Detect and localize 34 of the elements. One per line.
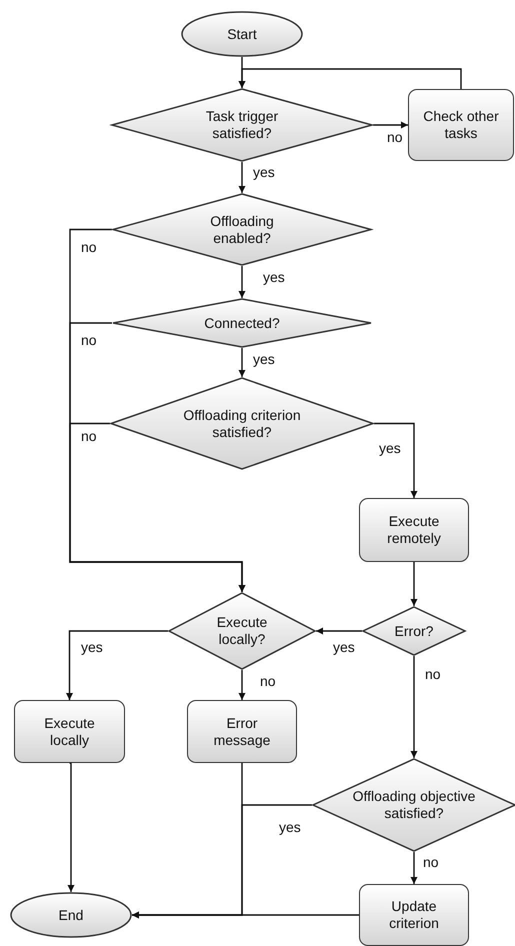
node-label: Offloading enabled? bbox=[209, 212, 275, 246]
process-box bbox=[14, 700, 125, 763]
node-label: Offloading criterion satisfied? bbox=[182, 406, 302, 440]
process-box bbox=[359, 884, 469, 946]
connector-arrow bbox=[66, 630, 168, 700]
node-label: Error? bbox=[394, 622, 434, 640]
connector-arrow bbox=[410, 562, 418, 606]
connector-arrow bbox=[410, 656, 418, 758]
process-box bbox=[187, 700, 297, 763]
node-label: Update criterion bbox=[388, 898, 440, 932]
connector-arrow bbox=[69, 422, 246, 592]
connector-arrow bbox=[374, 422, 418, 498]
node-label: Execute locally? bbox=[216, 614, 268, 648]
connector-arrow bbox=[373, 122, 408, 128]
connector-arrow bbox=[238, 348, 246, 377]
process-box bbox=[359, 498, 469, 562]
connector-arrow bbox=[238, 266, 246, 298]
connector-arrow bbox=[316, 628, 362, 634]
node-label: Execute locally bbox=[43, 714, 96, 748]
node-label: Check other tasks bbox=[422, 108, 500, 142]
process-box bbox=[408, 89, 514, 161]
node-label: Error message bbox=[212, 714, 272, 748]
node-label: Task trigger satisfied? bbox=[204, 108, 280, 142]
connector-arrow bbox=[238, 162, 246, 193]
node-label: Execute remotely bbox=[386, 513, 442, 547]
node-label: Start bbox=[227, 26, 257, 42]
connector-arrow bbox=[68, 762, 74, 892]
connector-arrow bbox=[132, 912, 359, 918]
node-label: Connected? bbox=[204, 314, 280, 332]
connector-arrow bbox=[238, 68, 462, 89]
node-label: End bbox=[58, 906, 84, 924]
node-label: Offloading objective satisfied? bbox=[352, 788, 476, 822]
connector-arrow bbox=[238, 670, 246, 700]
connector-arrow bbox=[410, 852, 418, 884]
